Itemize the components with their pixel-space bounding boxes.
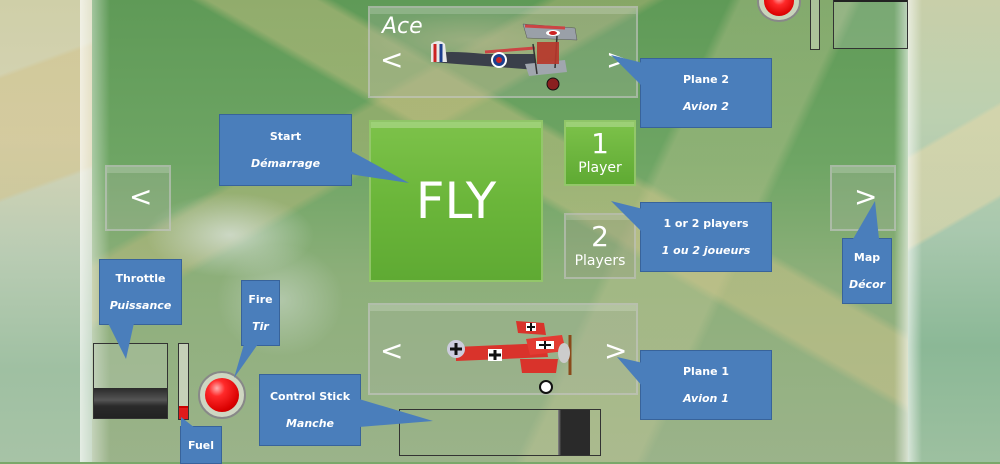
callout-start-en: Start [269, 130, 302, 143]
player2-fuel-gauge [810, 0, 820, 50]
callout-throttle-en: Throttle [115, 272, 166, 285]
player1-fuel-gauge [178, 343, 189, 420]
player1-fire-button[interactable] [198, 371, 246, 419]
plane1-selector: < [368, 303, 638, 395]
one-player-button[interactable]: 1 Player [564, 120, 636, 186]
map-prev-button[interactable]: < [105, 165, 171, 231]
callout-fuel-en: Fuel [187, 438, 215, 452]
player2-throttle[interactable] [833, 0, 908, 49]
pilot-label: Ace [382, 14, 423, 39]
callout-start: Start Démarrage [219, 114, 409, 186]
callout-pointer [234, 344, 258, 378]
map-next-arrow[interactable]: > [854, 180, 878, 213]
callout-fire-en: Fire [248, 293, 273, 306]
callout-plane2-fr: Avion 2 [683, 100, 729, 113]
callout-players-fr: 1 ou 2 joueurs [661, 244, 751, 257]
map-preview-left [0, 0, 110, 462]
plane1-prev-button[interactable]: < [380, 334, 404, 367]
callout-throttle-fr: Puissance [109, 299, 172, 312]
player1-control-stick[interactable] [399, 409, 601, 456]
callout-pointer [181, 417, 195, 428]
plane2-prev-button[interactable]: < [380, 43, 404, 76]
callout-control-stick-en: Control Stick [269, 390, 351, 403]
fokker-triplane-icon [447, 321, 572, 394]
player-label: Players [574, 253, 626, 269]
throttle-handle[interactable] [94, 388, 167, 418]
player1-throttle[interactable] [93, 343, 168, 419]
callout-fire: Fire Tir [234, 280, 280, 378]
callout-pointer [359, 399, 433, 427]
callout-plane2: Plane 2 Avion 2 [611, 55, 772, 128]
two-players-button[interactable]: 2 Players [564, 213, 636, 279]
callout-fuel: Fuel [180, 417, 222, 464]
map-preview-right [894, 0, 1000, 462]
callout-plane1-en: Plane 1 [682, 365, 730, 378]
fly-button[interactable]: FLY [369, 120, 543, 282]
callout-control-stick: Control Stick Manche [259, 374, 433, 446]
plane2-selector: Ace < > [368, 6, 638, 98]
callout-plane1: Plane 1 Avion 1 [617, 350, 772, 420]
callout-map-fr: Décor [848, 278, 886, 291]
callout-map: Map Décor [842, 201, 892, 304]
plane1-next-button[interactable]: > [604, 334, 628, 367]
callout-plane2-en: Plane 2 [682, 73, 730, 86]
callout-map-en: Map [853, 251, 881, 264]
callout-pointer [611, 201, 643, 233]
fire-ball-icon [764, 0, 794, 16]
callout-control-stick-fr: Manche [285, 417, 334, 430]
player-count: 1 [591, 127, 609, 160]
callout-players-en: 1 or 2 players [663, 217, 749, 230]
player-label: Player [578, 160, 622, 176]
player-count: 2 [591, 220, 609, 253]
map-prev-arrow[interactable]: < [129, 180, 153, 213]
fire-ball-icon [205, 378, 239, 412]
callout-pointer [108, 323, 134, 359]
control-stick-knob[interactable] [557, 410, 590, 455]
callout-pointer [853, 201, 879, 239]
sopwith-camel-plane-icon [431, 23, 578, 91]
throttle-handle[interactable] [834, 0, 907, 2]
callout-pointer [617, 357, 643, 387]
callout-players: 1 or 2 players 1 ou 2 joueurs [611, 201, 772, 272]
callout-start-fr: Démarrage [250, 157, 321, 170]
callout-plane1-fr: Avion 1 [683, 392, 729, 405]
callout-fire-fr: Tir [252, 320, 269, 333]
callout-pointer [349, 150, 409, 183]
fuel-level [179, 405, 188, 419]
callout-pointer [611, 55, 643, 87]
callout-throttle: Throttle Puissance [99, 259, 182, 359]
